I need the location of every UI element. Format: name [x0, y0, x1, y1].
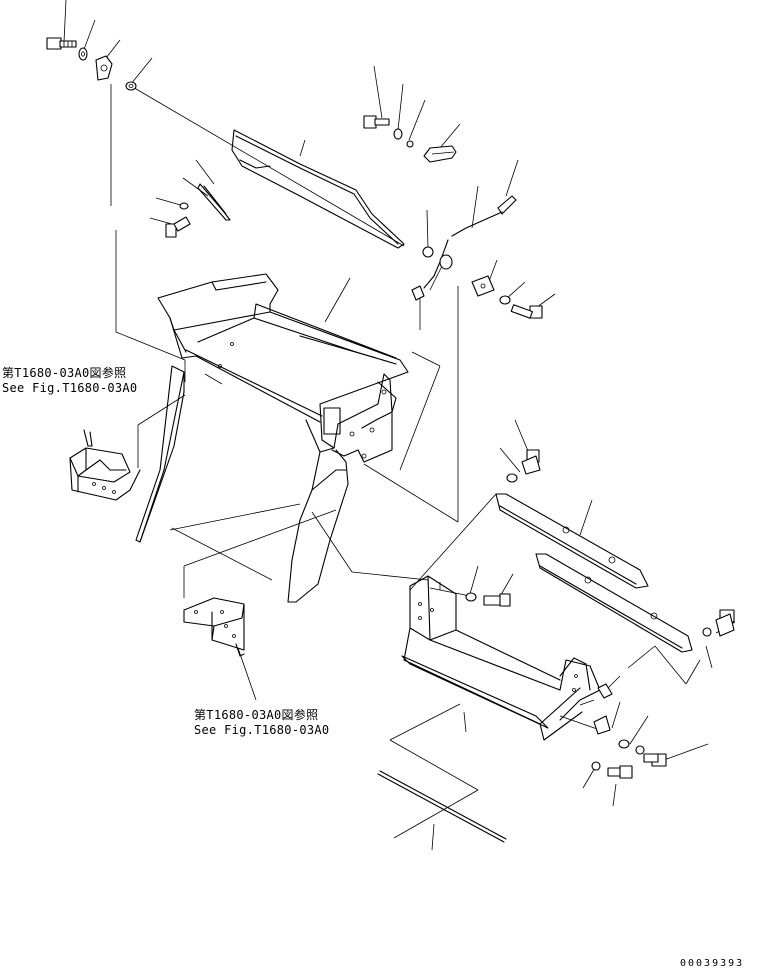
- top-cover-plate: [231, 129, 405, 249]
- rod-end-pin: [497, 195, 517, 215]
- bolt-top-center: [363, 115, 414, 148]
- washer-small-topleft: [125, 81, 137, 91]
- seal-strip: [197, 183, 231, 221]
- callout-leader-lines: [63, 0, 736, 851]
- nut-bracket-right: [471, 275, 543, 319]
- small-fittings-lower-right: [591, 683, 667, 779]
- reference-label-lower: 第T1680-03A0図参照 See Fig.T1680-03A0: [194, 708, 329, 738]
- reference-en-upper: See Fig.T1680-03A0: [2, 381, 138, 395]
- reference-jp-upper: 第T1680-03A0図参照: [2, 366, 127, 380]
- reference-label-upper: 第T1680-03A0図参照 See Fig.T1680-03A0: [2, 366, 137, 396]
- link-rod: [411, 211, 503, 301]
- long-rod: [377, 770, 507, 843]
- step-frame: [401, 575, 601, 741]
- bolt-small-left: [165, 202, 191, 238]
- fork-clevis: [423, 145, 457, 163]
- bolt-right-mid: [465, 592, 511, 607]
- side-strip-lower: [535, 553, 693, 653]
- reference-en-lower: See Fig.T1680-03A0: [194, 723, 330, 737]
- main-cover-body: [135, 273, 409, 603]
- side-strip-upper: [495, 493, 649, 589]
- washer-topleft: [78, 47, 88, 61]
- clip-nut-topleft: [95, 55, 113, 81]
- left-bracket: [69, 429, 141, 501]
- reference-jp-lower: 第T1680-03A0図参照: [194, 708, 319, 722]
- bolt-far-right: [702, 609, 735, 637]
- lower-bracket: [183, 597, 245, 657]
- bolt-right-upper: [506, 449, 541, 483]
- bolt-topleft: [46, 37, 77, 50]
- assembly-guide-lines: [110, 84, 701, 839]
- document-number: 00039393: [680, 958, 745, 969]
